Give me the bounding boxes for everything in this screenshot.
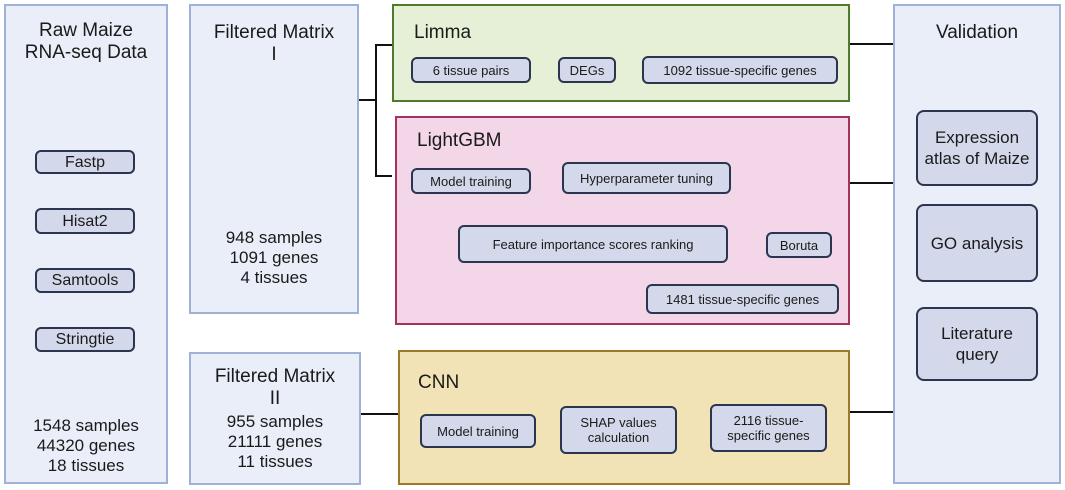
matrix1-stat-genes: 1091 genes [229,248,319,267]
lightgbm-step-hyperparameter-tuning: Hyperparameter tuning [562,162,731,194]
lightgbm-step-model-training: Model training [411,168,531,194]
matrix1-title-line1: Filtered Matrix [213,22,335,43]
validation-literature-query: Literature query [916,307,1038,381]
raw-title-line1: Raw Maize [39,20,133,41]
limma-box: Limma [392,4,850,102]
matrix1-bracket [375,44,392,177]
validation-title: Validation [935,22,1019,43]
matrix1-stat-tissues: 4 tissues [240,268,308,287]
raw-data-panel: Raw Maize RNA-seq Data 1548 samples 4432… [4,4,168,484]
lightgbm-label: LightGBM [417,130,502,151]
raw-stat-samples: 1548 samples [33,416,139,435]
matrix2-stat-samples: 955 samples [226,412,324,431]
raw-stat-genes: 44320 genes [36,436,136,455]
cnn-label: CNN [418,372,460,393]
raw-stat-tissues: 18 tissues [47,456,125,475]
matrix2-stat-tissues: 11 tissues [237,452,313,471]
step-stringtie: Stringtie [35,327,135,352]
cnn-step-model-training: Model training [420,414,536,448]
step-hisat2: Hisat2 [35,208,135,234]
lightgbm-step-boruta: Boruta [766,232,832,258]
validation-expression-atlas: Expression atlas of Maize [916,110,1038,186]
matrix2-title: Filtered Matrix II [191,366,359,410]
filtered-matrix-1-panel: Filtered Matrix I 948 samples 1091 genes… [189,4,359,314]
limma-step-genes: 1092 tissue-specific genes [642,56,838,84]
cnn-step-genes: 2116 tissue-specific genes [710,404,827,452]
limma-label: Limma [414,22,472,43]
matrix1-title-line2: I [271,44,277,65]
step-samtools: Samtools [35,268,135,293]
matrix1-stats: 948 samples 1091 genes 4 tissues [191,228,357,288]
matrix2-title-line1: Filtered Matrix [214,366,336,387]
matrix2-stat-genes: 21111 genes [227,432,323,451]
raw-data-stats: 1548 samples 44320 genes 18 tissues [6,416,166,476]
limma-step-tissue-pairs: 6 tissue pairs [411,57,531,83]
lightgbm-step-genes: 1481 tissue-specific genes [646,284,839,314]
lightgbm-step-feature-ranking: Feature importance scores ranking [458,225,728,263]
raw-data-title: Raw Maize RNA-seq Data [6,20,166,64]
cnn-step-shap: SHAP values calculation [560,406,677,454]
matrix1-stat-samples: 948 samples [225,228,323,247]
limma-step-degs: DEGs [558,57,616,83]
matrix1-title: Filtered Matrix I [191,22,357,66]
raw-title-line2: RNA-seq Data [24,42,148,63]
matrix2-title-line2: II [269,388,281,409]
step-fastp: Fastp [35,150,135,174]
matrix2-stats: 955 samples 21111 genes 11 tissues [191,412,359,472]
validation-go-analysis: GO analysis [916,204,1038,282]
filtered-matrix-2-panel: Filtered Matrix II 955 samples 21111 gen… [189,352,361,485]
